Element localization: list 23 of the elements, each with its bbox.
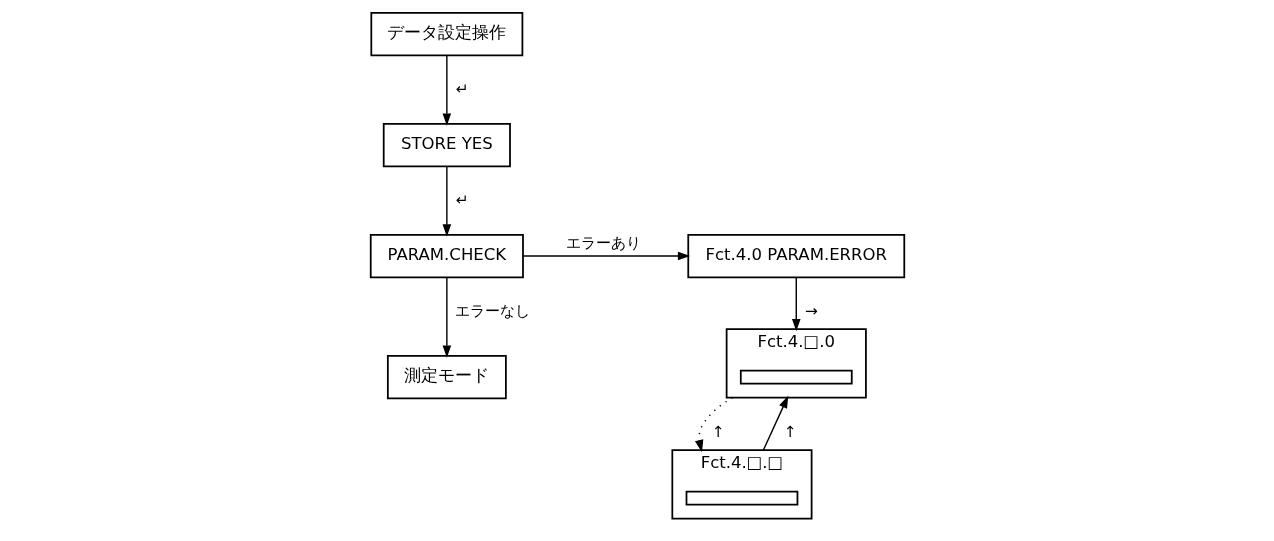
edge-label: ↵ xyxy=(455,190,469,209)
cluster: Fct.4.□.□ xyxy=(670,449,812,520)
cluster: Fct.4.□.0 xyxy=(725,328,867,399)
arrow xyxy=(442,276,451,358)
arrow xyxy=(791,276,801,332)
edge-label: ↑ xyxy=(783,422,797,441)
node-box: データ設定操作 xyxy=(369,12,523,57)
node-box: 測定モード xyxy=(386,354,507,400)
arrow xyxy=(442,55,451,126)
arrow xyxy=(442,165,451,237)
edge-label: エラーあり xyxy=(565,234,641,253)
edge-label: エラーなし xyxy=(454,301,530,320)
node-box: Fct.4.0 PARAM.ERROR xyxy=(686,233,905,279)
edge-label: ↑ xyxy=(711,422,725,441)
node-box: STORE YES xyxy=(382,122,511,168)
edge-label: → xyxy=(804,301,818,320)
node-box: PARAM.CHECK xyxy=(369,233,524,279)
node-bar xyxy=(739,369,853,385)
arrow xyxy=(762,395,788,451)
arrow xyxy=(521,251,690,261)
arrow xyxy=(694,397,733,453)
edge-label: ↵ xyxy=(455,79,469,98)
node-bar xyxy=(685,490,798,506)
